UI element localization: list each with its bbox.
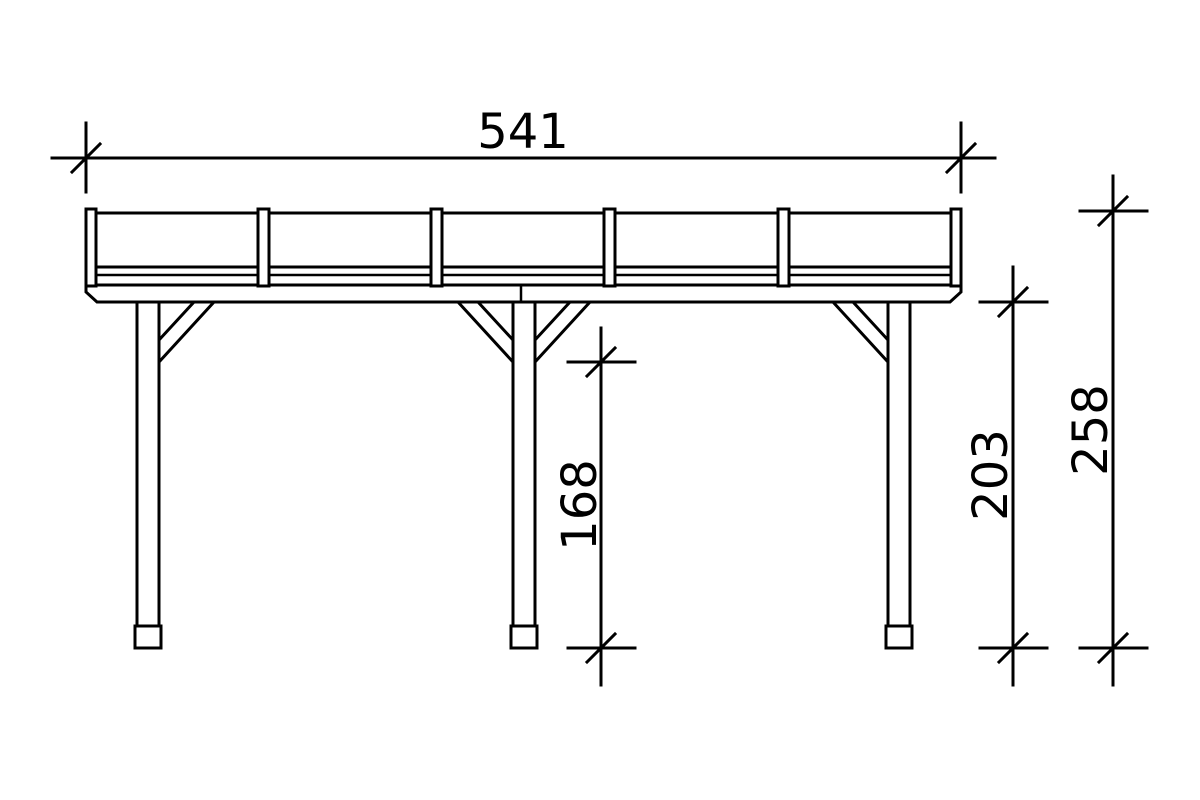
roof — [84, 207, 963, 304]
eave-height-value-label: 203 — [963, 429, 1019, 521]
post-shaft — [135, 300, 161, 630]
eave-height-bottom-tick — [996, 631, 1030, 665]
rafter-end — [429, 207, 444, 288]
width-right-tick — [944, 141, 978, 175]
post-left — [133, 300, 218, 650]
total-height-dimension: 258 — [1063, 174, 1149, 687]
post-foot — [133, 624, 163, 650]
roof-beam — [84, 283, 963, 304]
knee-brace — [157, 300, 218, 366]
post-foot — [509, 624, 539, 650]
post-right — [829, 300, 914, 650]
total-height-value-label: 258 — [1063, 384, 1119, 476]
eave-height-top-tick — [996, 285, 1030, 319]
eave-height-dimension: 203 — [963, 265, 1049, 687]
clearance-value-label: 168 — [552, 459, 608, 551]
rafter-end — [602, 207, 617, 288]
rafter-end — [776, 207, 791, 288]
width-dimension: 541 — [50, 104, 997, 194]
clearance-top-tick — [584, 345, 618, 379]
post-shaft — [886, 300, 912, 630]
rafter-end — [949, 207, 963, 288]
rafter-end — [84, 207, 98, 288]
width-value-label: 541 — [477, 104, 569, 160]
total-height-top-tick — [1096, 194, 1130, 228]
clearance-bottom-tick — [584, 631, 618, 665]
width-left-tick — [69, 141, 103, 175]
clearance-dimension: 168 — [552, 326, 637, 687]
roof-fascia-upper — [84, 211, 963, 269]
posts — [133, 300, 914, 650]
knee-brace — [829, 300, 890, 366]
post-foot — [884, 624, 914, 650]
total-height-bottom-tick — [1096, 631, 1130, 665]
knee-brace — [454, 300, 515, 366]
post-shaft — [511, 300, 537, 630]
rafter-end — [256, 207, 271, 288]
post-middle — [454, 300, 594, 650]
knee-brace — [533, 300, 594, 366]
rafter-ends — [84, 207, 963, 288]
